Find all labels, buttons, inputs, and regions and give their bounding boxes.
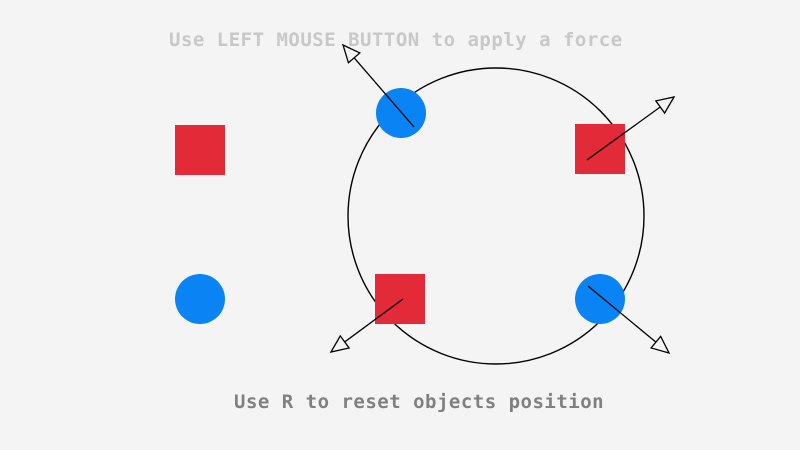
force-arrow-head: [341, 43, 361, 64]
force-arrow-head: [329, 334, 351, 353]
rigid-bodies-group: [175, 88, 625, 324]
body-square[interactable]: [375, 274, 425, 324]
force-vectors-group: [329, 43, 676, 355]
boundary-ring-circle: [347, 67, 645, 365]
body-square[interactable]: [575, 124, 625, 174]
force-arrow-shaft: [344, 298, 404, 343]
body-circle[interactable]: [575, 274, 625, 324]
body-circle[interactable]: [376, 88, 426, 138]
hint-reset-key: Use R to reset objects position: [234, 391, 605, 413]
hint-left-mouse-button: Use LEFT MOUSE BUTTON to apply a force: [169, 29, 623, 51]
force-arrow-head: [649, 335, 671, 355]
body-square[interactable]: [175, 125, 225, 175]
force-arrow-shaft: [353, 57, 415, 128]
body-circle[interactable]: [175, 274, 225, 324]
force-arrow: [587, 285, 671, 355]
force-arrow: [586, 96, 676, 161]
force-arrow: [341, 43, 415, 128]
force-arrow: [329, 298, 404, 353]
force-arrow-shaft: [586, 106, 661, 161]
force-arrow-head: [654, 96, 676, 115]
force-arrow-shaft: [587, 285, 657, 343]
